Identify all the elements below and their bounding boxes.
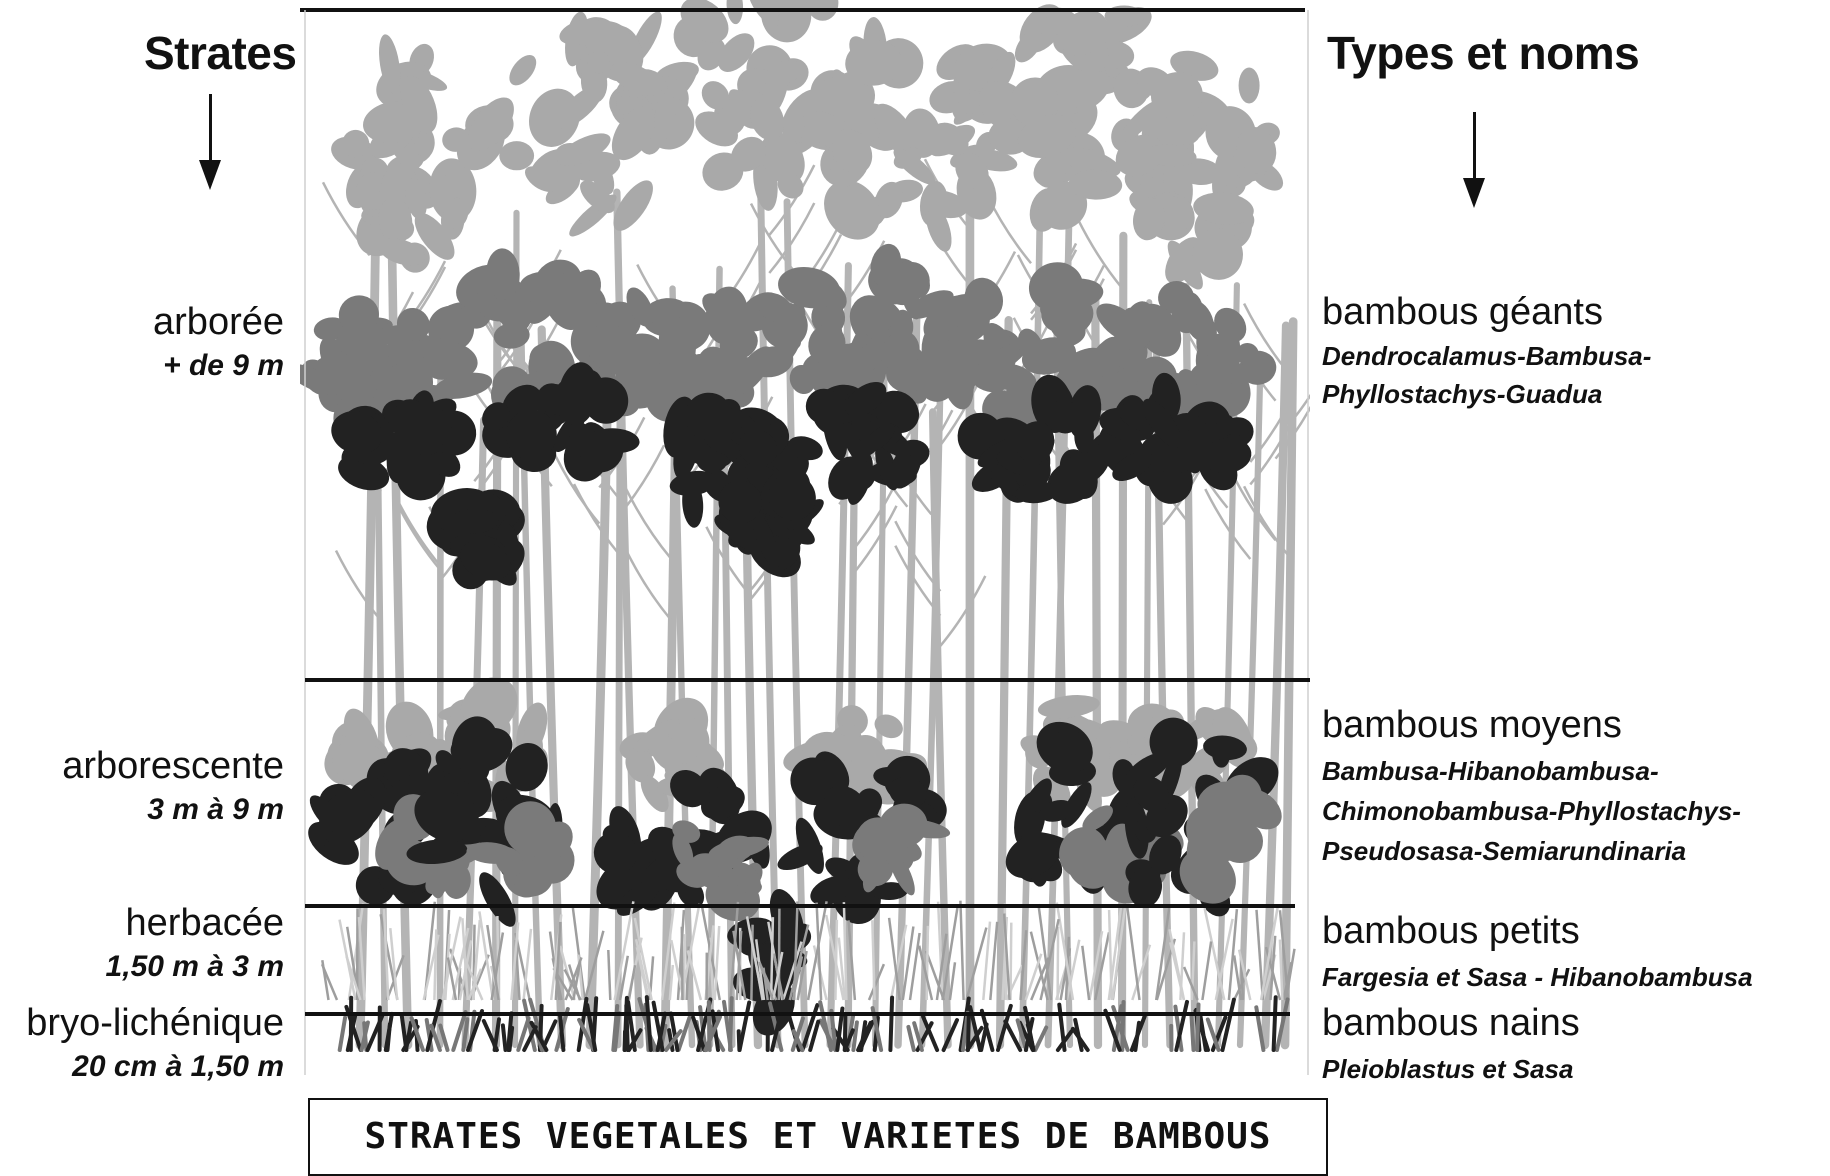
stratum-height: + de 9 m [153, 351, 284, 381]
stratum-bryo-lichenique: bryo-lichénique 20 cm à 1,50 m [26, 1004, 284, 1082]
ground-plant-blade [1197, 1005, 1198, 1051]
bamboo-branch [851, 506, 896, 576]
genus-line: Chimonobambusa-Phyllostachys- [1322, 798, 1741, 824]
canopy-light-leaf [499, 141, 534, 170]
grass-blade [835, 920, 837, 1000]
grass-blade [1202, 942, 1211, 1001]
ground-plant-blade [340, 1018, 345, 1050]
grass-blade [927, 926, 928, 1000]
grass-blade [1257, 910, 1263, 1000]
stratum-name: bryo-lichénique [26, 1004, 284, 1042]
type-name: bambous géants [1322, 293, 1651, 331]
type-name: bambous petits [1322, 912, 1753, 950]
grass-blade [990, 922, 997, 1000]
grass-blade [1127, 906, 1139, 1000]
grass-blade [960, 901, 963, 1000]
ground-plant-blade [709, 1002, 710, 1050]
grass-blade [682, 927, 683, 1000]
ground-plant-blade [1192, 1016, 1194, 1050]
ground-plant-blade [861, 1022, 865, 1050]
stratum-name: herbacée [106, 904, 284, 942]
genus-line: Pleioblastus et Sasa [1322, 1056, 1580, 1082]
genus-line: Bambusa-Hibanobambusa- [1322, 758, 1741, 784]
forest-strata-illustration [300, 0, 1310, 1075]
type-bambous-petits: bambous petits Fargesia et Sasa - Hibano… [1322, 912, 1753, 990]
genus-line: Fargesia et Sasa - Hibanobambusa [1322, 964, 1753, 990]
stratum-height: 20 cm à 1,50 m [26, 1052, 284, 1082]
canopy-light-leaf [1239, 68, 1260, 104]
ground-plant-blade [1274, 997, 1276, 1050]
canopy-light-leaf [726, 0, 744, 25]
type-bambous-geants: bambous géants Dendrocalamus-Bambusa- Ph… [1322, 293, 1651, 407]
bamboo-branch [769, 203, 814, 273]
caption-title: STRATES VEGETALES ET VARIETES DE BAMBOUS [310, 1116, 1326, 1157]
stratum-arborescente: arborescente 3 m à 9 m [62, 747, 284, 825]
ground-plant-blade [1135, 1023, 1139, 1050]
grass-blade [684, 934, 685, 1000]
ground-plant-blade [1035, 1028, 1046, 1051]
shrub-light-leaf [871, 710, 907, 742]
type-name: bambous moyens [1322, 706, 1741, 744]
bamboo-culm [618, 386, 620, 1045]
caption-box: STRATES VEGETALES ET VARIETES DE BAMBOUS [308, 1098, 1328, 1176]
stratum-name: arborée [153, 303, 284, 341]
ground-plant-blade [853, 1022, 857, 1050]
strata-header: Strates [144, 30, 296, 76]
ground-plant-blade [503, 1025, 506, 1050]
ground-plant-blade [908, 1027, 913, 1050]
grass-blade [629, 965, 635, 1000]
bamboo-branch [1078, 219, 1123, 289]
shrub-light-leaf [1037, 692, 1101, 721]
genus-line: Pseudosasa-Semiarundinaria [1322, 838, 1741, 864]
type-bambous-moyens: bambous moyens Bambusa-Hibanobambusa- Ch… [1322, 706, 1741, 864]
bamboo-branch [626, 549, 671, 619]
grass-blade [608, 950, 610, 1000]
grass-blade [1011, 923, 1012, 1000]
grass-blade [1058, 927, 1059, 1000]
bamboo-branch [626, 488, 671, 558]
bamboo-branch [1205, 489, 1250, 559]
canopy-light-leaf [504, 50, 541, 90]
bamboo-branch [940, 576, 985, 646]
grass-blade [1082, 946, 1089, 1000]
genus-line: Phyllostachys-Guadua [1322, 381, 1651, 407]
stratum-arboree: arborée + de 9 m [153, 303, 284, 381]
ground-plant-blade [968, 1016, 969, 1050]
stratum-name: arborescente [62, 747, 284, 785]
ground-plant-blade [740, 1003, 750, 1051]
genus-line: Dendrocalamus-Bambusa- [1322, 343, 1651, 369]
ground-plant-blade [890, 998, 892, 1050]
grass-blade [950, 962, 955, 1000]
stratum-herbacee: herbacée 1,50 m à 3 m [106, 904, 284, 982]
stratum-height: 1,50 m à 3 m [106, 952, 284, 982]
canopy-light-foliage [327, 0, 1289, 294]
type-bambous-nains: bambous nains Pleioblastus et Sasa [1322, 1004, 1580, 1082]
types-header: Types et noms [1327, 30, 1639, 76]
grass-blade [434, 929, 436, 1000]
stratum-height: 3 m à 9 m [62, 795, 284, 825]
ground-plant-blade [510, 1028, 513, 1050]
type-name: bambous nains [1322, 1004, 1580, 1042]
